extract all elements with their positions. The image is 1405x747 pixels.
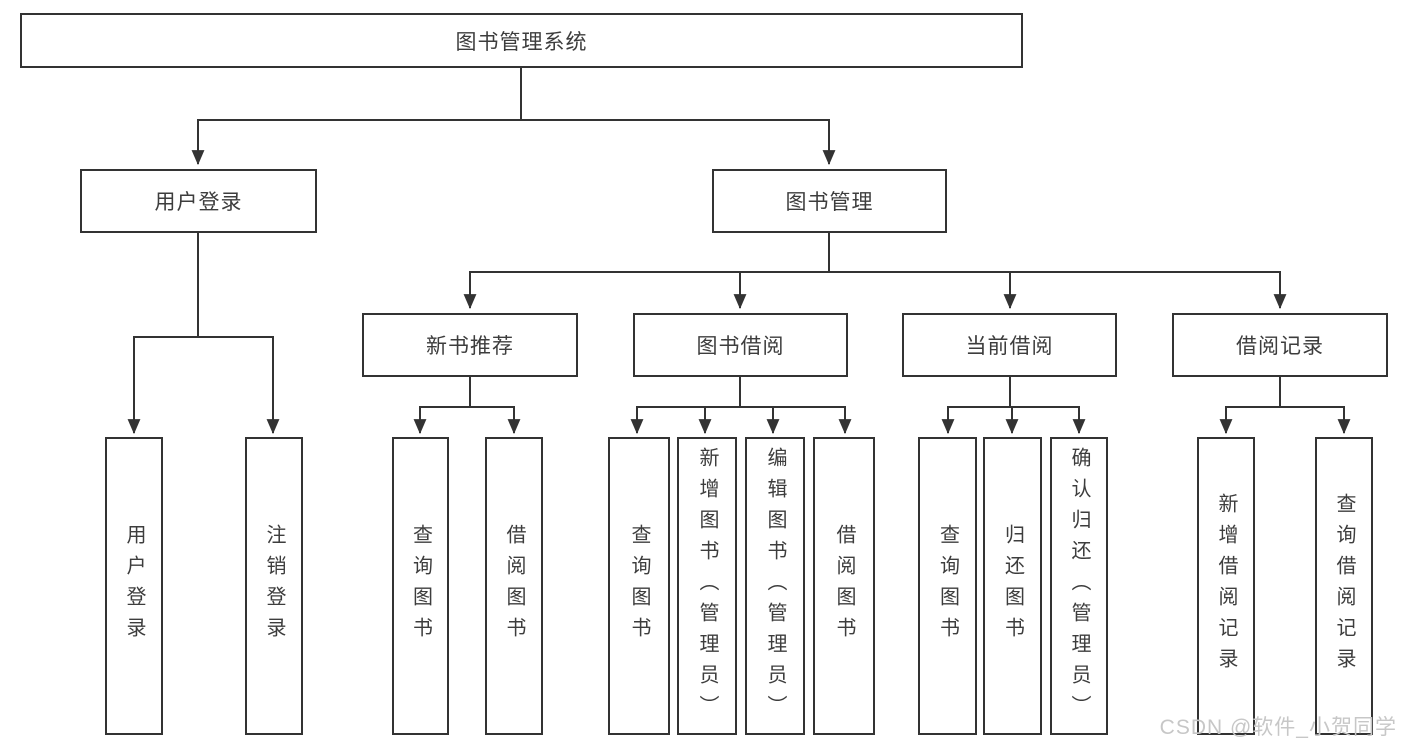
leaf-add-books-admin: 新增图书（管理员） bbox=[677, 437, 737, 735]
leaf-add-borrow-record-label: 新增借阅记录 bbox=[1215, 493, 1237, 679]
leaf-query-books-3-label: 查询图书 bbox=[936, 524, 959, 648]
leaf-logout: 注销登录 bbox=[245, 437, 303, 735]
leaf-logout-label: 注销登录 bbox=[263, 524, 285, 648]
node-library-management-system-label: 图书管理系统 bbox=[455, 30, 588, 54]
node-current-borrowing-label: 当前借阅 bbox=[965, 335, 1054, 358]
leaf-confirm-return-admin: 确认归还（管理员） bbox=[1050, 437, 1108, 735]
node-book-borrowing-label: 图书借阅 bbox=[696, 335, 785, 358]
leaf-confirm-return-admin-label: 确认归还（管理员） bbox=[1068, 446, 1090, 726]
leaf-borrow-books-2: 借阅图书 bbox=[813, 437, 875, 735]
node-book-management-label: 图书管理 bbox=[785, 191, 874, 214]
node-user-login-label: 用户登录 bbox=[154, 191, 243, 214]
leaf-query-books-1: 查询图书 bbox=[392, 437, 449, 735]
leaf-query-books-1-label: 查询图书 bbox=[409, 524, 432, 648]
node-borrowing-records: 借阅记录 bbox=[1172, 313, 1388, 377]
leaf-query-books-2-label: 查询图书 bbox=[628, 524, 650, 648]
leaf-return-books-label: 归还图书 bbox=[1001, 524, 1024, 648]
node-book-borrowing: 图书借阅 bbox=[633, 313, 848, 377]
leaf-query-books-3: 查询图书 bbox=[918, 437, 977, 735]
node-borrowing-records-label: 借阅记录 bbox=[1236, 335, 1324, 358]
leaf-user-login-label: 用户登录 bbox=[123, 524, 145, 648]
leaf-borrow-books-1-label: 借阅图书 bbox=[503, 524, 525, 648]
node-current-borrowing: 当前借阅 bbox=[902, 313, 1117, 377]
leaf-query-borrow-record-label: 查询借阅记录 bbox=[1333, 493, 1355, 679]
leaf-edit-books-admin-label: 编辑图书（管理员） bbox=[764, 446, 786, 726]
leaf-edit-books-admin: 编辑图书（管理员） bbox=[745, 437, 805, 735]
node-user-login: 用户登录 bbox=[80, 169, 317, 233]
leaf-borrow-books-2-label: 借阅图书 bbox=[833, 524, 855, 648]
leaf-add-books-admin-label: 新增图书（管理员） bbox=[696, 446, 718, 726]
leaf-borrow-books-1: 借阅图书 bbox=[485, 437, 543, 735]
leaf-return-books: 归还图书 bbox=[983, 437, 1042, 735]
node-book-management: 图书管理 bbox=[712, 169, 947, 233]
node-library-management-system: 图书管理系统 bbox=[20, 13, 1023, 68]
node-new-book-recommendation-label: 新书推荐 bbox=[426, 335, 514, 358]
node-new-book-recommendation: 新书推荐 bbox=[362, 313, 578, 377]
leaf-query-books-2: 查询图书 bbox=[608, 437, 670, 735]
leaf-user-login: 用户登录 bbox=[105, 437, 163, 735]
leaf-add-borrow-record: 新增借阅记录 bbox=[1197, 437, 1255, 735]
leaf-query-borrow-record: 查询借阅记录 bbox=[1315, 437, 1373, 735]
